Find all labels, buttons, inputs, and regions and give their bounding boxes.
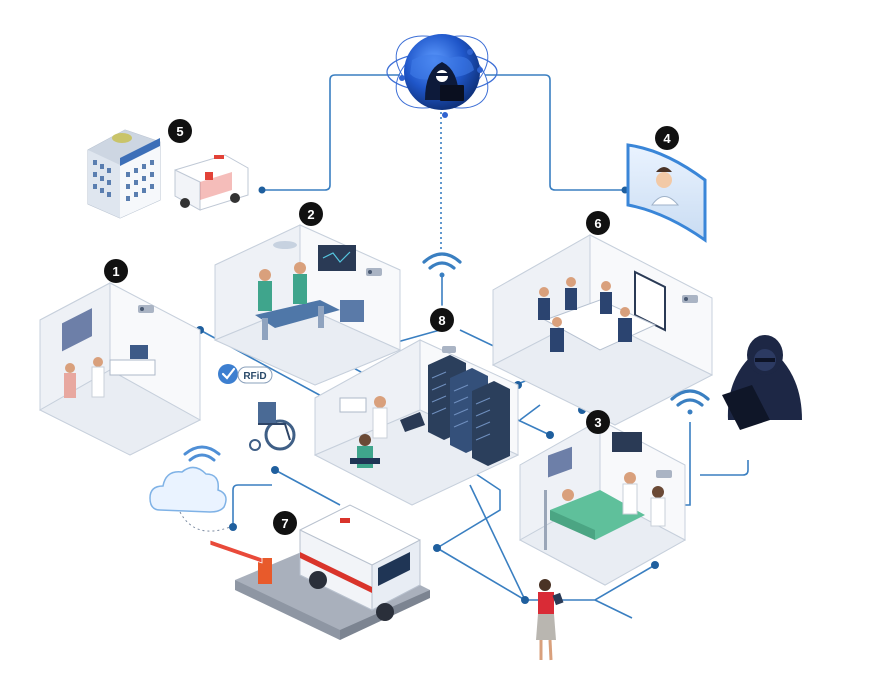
badge-3-label: 3 (594, 415, 601, 430)
wifi-icon (422, 252, 462, 306)
badge-1-label: 1 (112, 264, 119, 279)
badge-4: 4 (655, 126, 679, 150)
globe-hacker-icon (386, 34, 498, 118)
wifi-icon (670, 389, 710, 415)
doctor-screen-icon (626, 143, 707, 243)
badge-8-label: 8 (438, 313, 445, 328)
room-patient-ward (518, 419, 687, 586)
ambulance-small-icon (174, 154, 249, 211)
hospital-building-icon (87, 129, 161, 219)
ambulance-icon (299, 504, 421, 621)
parking-area (209, 504, 430, 640)
camera-icon (656, 470, 672, 478)
cloud-icon (149, 466, 231, 532)
badge-2-label: 2 (307, 207, 314, 222)
badge-6-label: 6 (594, 216, 601, 231)
camera-icon (442, 346, 456, 353)
camera-icon (138, 305, 154, 313)
badge-1: 1 (104, 259, 128, 283)
room-operating (213, 224, 402, 386)
badge-5: 5 (168, 119, 192, 143)
wifi-icon (183, 445, 221, 462)
badge-7: 7 (273, 511, 297, 535)
badge-5-label: 5 (176, 124, 183, 139)
wheelchair-icon (249, 402, 296, 451)
camera-icon (682, 295, 698, 303)
hacker-icon (722, 335, 802, 430)
badge-8: 8 (430, 308, 454, 332)
server-rack-icon (428, 355, 510, 466)
rfid-check-icon: RFiD (218, 364, 273, 384)
room-server (313, 339, 520, 506)
nurse-tablet-icon (536, 579, 564, 661)
badge-3: 3 (586, 410, 610, 434)
badge-2: 2 (299, 202, 323, 226)
camera-icon (366, 268, 382, 276)
badge-7-label: 7 (281, 516, 288, 531)
parking-barrier-icon (209, 539, 272, 584)
room-reception (38, 282, 202, 456)
rfid-label: RFiD (243, 371, 266, 382)
badge-6: 6 (586, 211, 610, 235)
badge-4-label: 4 (663, 131, 671, 146)
room-meeting (491, 234, 714, 426)
